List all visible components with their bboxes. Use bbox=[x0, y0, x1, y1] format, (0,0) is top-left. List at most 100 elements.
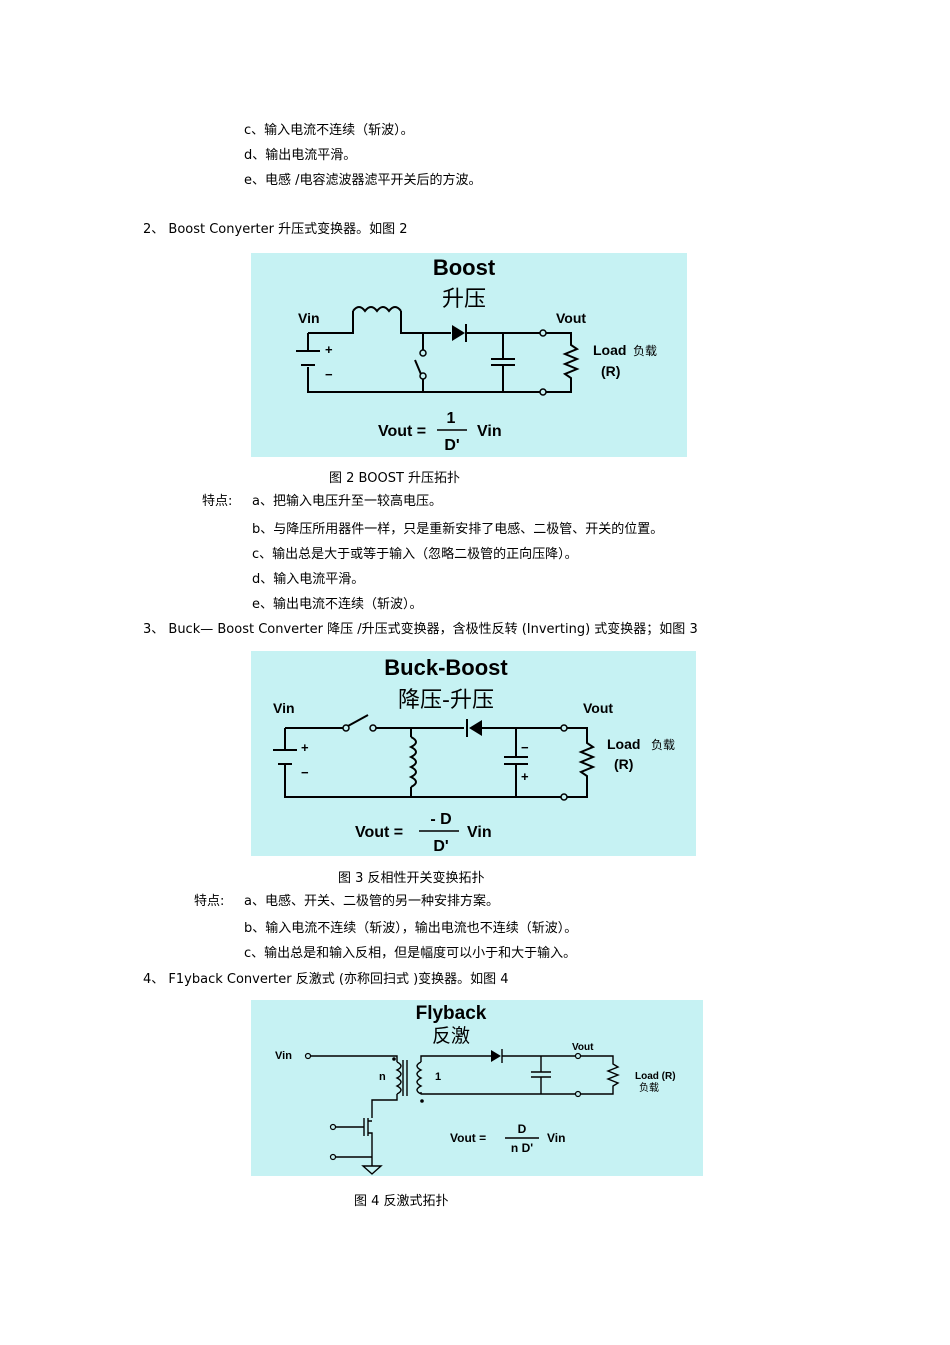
buckboost-vout-terminal bbox=[560, 724, 568, 732]
boost-formula-denominator: D' bbox=[444, 437, 459, 454]
boost-ground-terminal bbox=[539, 388, 547, 396]
boost-feature-b: b、与降压所用器件一样，只是重新安排了电感、二极管、开关的位置。 bbox=[252, 522, 664, 537]
buckboost-feature-c: c、输出总是和输入反相，但是幅度可以小于和大于输入。 bbox=[244, 946, 577, 961]
boost-formula-numerator: 1 bbox=[447, 410, 456, 427]
flyback-formula-numerator: D bbox=[518, 1122, 527, 1136]
flyback-vout-label: Vout bbox=[572, 1042, 594, 1053]
buckboost-load-resistor-icon bbox=[567, 727, 596, 798]
buckboost-cap-plus: + bbox=[521, 769, 529, 784]
figure-4-caption: 图 4 反激式拓扑 bbox=[354, 1194, 449, 1209]
flyback-vin-label: Vin bbox=[275, 1050, 292, 1062]
flyback-ground-icon bbox=[361, 1165, 383, 1175]
flyback-secondary-top-wire bbox=[420, 1055, 491, 1062]
buckboost-switch-icon bbox=[342, 714, 377, 732]
boost-circuit-diagram: Boost 升压 Vin Vout + − Load 负载 bbox=[296, 255, 657, 454]
buckboost-formula-numerator: - D bbox=[430, 811, 451, 828]
buckboost-feature-b: b、输入电流不连续（斩波），输出电流也不连续（斩波）。 bbox=[244, 921, 578, 936]
boost-input-wire bbox=[308, 311, 354, 334]
buckboost-r-label: (R) bbox=[614, 756, 633, 772]
buckboost-vin-label: Vin bbox=[273, 700, 295, 716]
boost-vout-label: Vout bbox=[556, 310, 586, 326]
flyback-one-label: 1 bbox=[435, 1071, 441, 1083]
boost-switch-icon bbox=[414, 333, 427, 392]
flyback-vout-terminal bbox=[574, 1052, 582, 1060]
buck-feature-e: e、电感 /电容滤波器滤平开关后的方波。 bbox=[244, 173, 482, 188]
buckboost-formula-rhs: Vin bbox=[467, 824, 492, 841]
buckboost-minus: − bbox=[301, 765, 309, 780]
boost-ground-wire bbox=[307, 333, 543, 393]
buckboost-load-label: Load bbox=[607, 736, 640, 752]
boost-feature-e: e、输出电流不连续（斩波）。 bbox=[252, 597, 423, 612]
flyback-subtitle: 反激 bbox=[432, 1025, 470, 1047]
flyback-drain-wire bbox=[371, 1094, 398, 1118]
boost-features-label: 特点: bbox=[202, 494, 233, 509]
buckboost-ground-terminal bbox=[560, 793, 568, 801]
buckboost-heading: 3、 Buck— Boost Converter 降压 /升压式变换器，含极性反… bbox=[143, 622, 698, 637]
buckboost-capacitor-icon bbox=[504, 728, 528, 797]
boost-load-cn-label: 负载 bbox=[633, 344, 657, 358]
flyback-vin-terminal bbox=[304, 1052, 312, 1060]
boost-title: Boost bbox=[433, 255, 496, 280]
flyback-load-resistor-icon bbox=[581, 1055, 620, 1095]
flyback-primary-dot bbox=[392, 1057, 396, 1061]
buckboost-load-cn-label: 负载 bbox=[651, 738, 675, 752]
buckboost-inductor-icon bbox=[408, 736, 417, 788]
boost-battery-icon bbox=[296, 350, 320, 366]
boost-capacitor-icon bbox=[491, 333, 515, 392]
flyback-figure: Flyback 反激 Vin n 1 Vout bbox=[251, 1000, 703, 1176]
boost-diode-icon bbox=[452, 324, 467, 342]
flyback-gate-return-terminal bbox=[329, 1153, 337, 1161]
boost-heading: 2、 Boost Conyerter 升压式变换器。如图 2 bbox=[143, 222, 408, 237]
buckboost-cap-minus: − bbox=[521, 740, 529, 755]
buckboost-input-ground-wire bbox=[284, 728, 411, 798]
flyback-secondary-dot bbox=[420, 1099, 424, 1103]
flyback-load-cn-label: 负载 bbox=[639, 1081, 659, 1094]
buckboost-title: Buck-Boost bbox=[384, 655, 508, 680]
buckboost-formula-lhs: Vout = bbox=[355, 824, 403, 841]
boost-plus: + bbox=[325, 342, 333, 357]
buck-feature-c: c、输入电流不连续（斩波）。 bbox=[244, 123, 414, 138]
buckboost-features-label: 特点: bbox=[194, 894, 225, 909]
flyback-vin-wire bbox=[311, 1055, 398, 1062]
boost-vin-label: Vin bbox=[298, 310, 320, 326]
flyback-formula-lhs: Vout = bbox=[450, 1131, 486, 1145]
boost-load-resistor-icon bbox=[546, 332, 580, 393]
figure-3-caption: 图 3 反相性开关变换拓扑 bbox=[338, 871, 485, 886]
boost-feature-d: d、输入电流平滑。 bbox=[252, 572, 365, 587]
flyback-load-label: Load (R) bbox=[635, 1071, 676, 1082]
buckboost-circuit-diagram: Buck-Boost 降压-升压 Vin Vout + − − + bbox=[273, 655, 675, 855]
boost-vout-terminal bbox=[539, 329, 547, 337]
flyback-transformer-core-icon bbox=[402, 1060, 408, 1096]
buckboost-battery-icon bbox=[273, 749, 297, 765]
flyback-diode-icon bbox=[491, 1049, 503, 1063]
flyback-output-ground-terminal bbox=[574, 1090, 582, 1098]
boost-feature-a: a、把输入电压升至一较高电压。 bbox=[252, 494, 442, 509]
flyback-return-wire bbox=[420, 1092, 575, 1095]
figure-2-caption: 图 2 BOOST 升压拓扑 bbox=[329, 471, 461, 486]
flyback-formula-denominator: n D' bbox=[511, 1141, 533, 1155]
boost-inductor-icon bbox=[352, 306, 402, 313]
boost-formula-lhs: Vout = bbox=[378, 423, 426, 440]
buckboost-diode-icon bbox=[466, 719, 482, 737]
boost-feature-c: c、输出总是大于或等于输入（忽略二极管的正向压降）。 bbox=[252, 547, 578, 562]
boost-figure: Boost 升压 Vin Vout + − Load 负载 bbox=[251, 253, 687, 457]
buck-feature-d: d、输出电流平滑。 bbox=[244, 148, 357, 163]
flyback-primary-winding-icon bbox=[395, 1061, 402, 1095]
buckboost-subtitle: 降压-升压 bbox=[398, 688, 494, 713]
boost-formula-rhs: Vin bbox=[477, 423, 502, 440]
boost-subtitle: 升压 bbox=[442, 287, 486, 312]
flyback-heading: 4、 F1yback Converter 反激式 (亦称回扫式 )变换器。如图 … bbox=[143, 972, 509, 987]
flyback-n-label: n bbox=[379, 1071, 386, 1083]
buckboost-formula-denominator: D' bbox=[433, 838, 448, 855]
flyback-secondary-winding-icon bbox=[416, 1061, 423, 1095]
boost-switch-node-wire bbox=[400, 311, 451, 334]
boost-minus: − bbox=[325, 367, 333, 382]
flyback-title: Flyback bbox=[416, 1003, 487, 1024]
flyback-capacitor-icon bbox=[531, 1056, 551, 1094]
flyback-mosfet-icon bbox=[329, 1118, 373, 1166]
buckboost-feature-a: a、电感、开关、二极管的另一种安排方案。 bbox=[244, 894, 499, 909]
buckboost-vout-label: Vout bbox=[583, 700, 613, 716]
boost-load-label: Load bbox=[593, 342, 626, 358]
flyback-formula-rhs: Vin bbox=[547, 1131, 565, 1145]
buckboost-figure: Buck-Boost 降压-升压 Vin Vout + − − + bbox=[251, 651, 696, 856]
